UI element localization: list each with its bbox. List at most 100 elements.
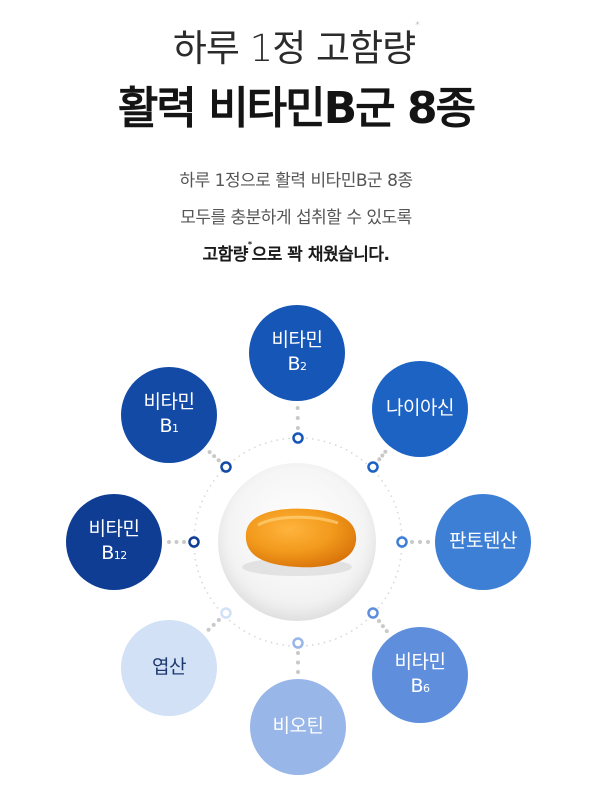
orbit-dot bbox=[259, 638, 262, 640]
orbit-dot bbox=[243, 452, 246, 454]
nutrient-sublabel: B2 bbox=[287, 353, 307, 375]
orbit-dot bbox=[203, 586, 206, 589]
nutrient-subscript: 6 bbox=[423, 682, 430, 695]
orbit-marker bbox=[367, 607, 379, 619]
orbit-dot bbox=[384, 597, 387, 600]
orbit-dot bbox=[206, 592, 209, 595]
orbit-dot bbox=[206, 489, 209, 492]
nutrient-label: 비타민 bbox=[143, 391, 195, 414]
orbit-dot bbox=[334, 444, 337, 446]
orbit-dot bbox=[395, 506, 397, 508]
orbit-dot bbox=[350, 630, 353, 632]
orbit-dot bbox=[360, 458, 363, 461]
orbit-dot bbox=[340, 446, 343, 449]
orbit-dot bbox=[288, 437, 291, 440]
orbit-dot bbox=[355, 626, 358, 629]
orbit-dot bbox=[365, 462, 368, 465]
connector-dot bbox=[167, 540, 171, 544]
orbit-dot bbox=[392, 500, 395, 503]
orbit-dot bbox=[197, 570, 200, 573]
nutrient-label: 비타민 bbox=[88, 518, 140, 541]
orbit-dot bbox=[311, 644, 314, 646]
nutrient-node: 비오틴 bbox=[250, 679, 346, 775]
orbit-dot bbox=[311, 438, 314, 440]
orbit-dot bbox=[199, 576, 201, 578]
orbit-dot bbox=[220, 470, 223, 473]
orbit-marker bbox=[188, 536, 200, 548]
connector-dot bbox=[426, 540, 430, 544]
orbit-dot bbox=[282, 644, 285, 646]
orbit-dot bbox=[216, 606, 219, 609]
orbit-dot bbox=[345, 633, 348, 635]
headline-footnote-mark: * bbox=[415, 20, 420, 31]
orbit-dot bbox=[323, 641, 326, 644]
orbit-dot bbox=[305, 437, 308, 440]
orbit-dot bbox=[212, 602, 215, 605]
orbit-dot bbox=[329, 442, 332, 444]
nutrient-label: 비오틴 bbox=[272, 715, 324, 738]
orbit-dot bbox=[194, 523, 197, 526]
orbit-dot bbox=[387, 489, 390, 492]
connector-dot bbox=[377, 618, 382, 623]
orbit-dot bbox=[377, 475, 380, 478]
orbit-dot bbox=[243, 630, 246, 632]
orbit-dot bbox=[238, 455, 241, 458]
nutrient-subscript: 2 bbox=[300, 360, 307, 373]
orbit-dot bbox=[400, 529, 403, 532]
orbit-ring bbox=[193, 437, 403, 647]
connector-dot bbox=[174, 540, 179, 544]
orbit-dot bbox=[350, 452, 353, 454]
orbit-dot bbox=[253, 446, 256, 449]
description-line-2: 모두를 충분하게 섭취할 수 있도록 bbox=[180, 208, 412, 228]
description-line-3: 고함량*으로 꽉 채웠습니다. bbox=[202, 240, 390, 265]
nutrient-label: 비타민 bbox=[271, 329, 323, 352]
orbit-dot bbox=[334, 638, 337, 640]
nutrient-node: 나이아신 bbox=[372, 361, 468, 457]
nutrient-sublabel: B6 bbox=[410, 675, 430, 697]
orbit-markers bbox=[188, 432, 408, 649]
orbit-dot bbox=[282, 438, 285, 440]
connector-dot bbox=[296, 660, 300, 665]
nutrient-label: 엽산 bbox=[152, 656, 186, 679]
nutrient-node: 판토텐산 bbox=[435, 494, 531, 590]
orbit-dot bbox=[276, 439, 279, 441]
nutrient-sublabel: B1 bbox=[159, 415, 179, 437]
orbit-dot bbox=[365, 619, 368, 622]
connector-dot bbox=[296, 651, 300, 655]
orbit-dot bbox=[398, 564, 401, 567]
connector-dot bbox=[212, 454, 217, 459]
connector-dot bbox=[216, 617, 221, 622]
orbit-dot bbox=[209, 597, 212, 600]
headline-main: 활력 비타민B군 8종 bbox=[117, 83, 476, 134]
orbit-dot bbox=[323, 440, 326, 443]
connector-dot bbox=[295, 405, 300, 410]
connector-dot bbox=[383, 449, 388, 454]
orbit-marker bbox=[220, 607, 232, 619]
connector-dots bbox=[167, 405, 430, 674]
connector-dot bbox=[410, 540, 414, 544]
headline-top: 하루 1정 고함량* bbox=[172, 20, 420, 70]
nutrient-label: 비타민 bbox=[394, 651, 446, 674]
connector-dot bbox=[206, 627, 211, 632]
orbit-dot bbox=[329, 640, 332, 642]
orbit-marker bbox=[367, 461, 379, 473]
orbit-dot bbox=[305, 644, 308, 647]
orbit-dot bbox=[390, 495, 393, 498]
nutrient-sublabel: B12 bbox=[101, 542, 127, 564]
connector-dot bbox=[207, 450, 212, 455]
orbit-dot bbox=[209, 484, 212, 487]
connector-dot bbox=[418, 540, 422, 544]
orbit-dot bbox=[276, 643, 279, 645]
description-line-1: 하루 1정으로 활력 비타민B군 8종 bbox=[179, 171, 413, 191]
orbit-dot bbox=[390, 586, 393, 589]
orbit-dot bbox=[392, 581, 395, 584]
connector-dot bbox=[384, 629, 389, 634]
pill-plate bbox=[218, 463, 376, 621]
orbit-dot bbox=[264, 640, 267, 642]
orbit-dot bbox=[399, 523, 402, 526]
